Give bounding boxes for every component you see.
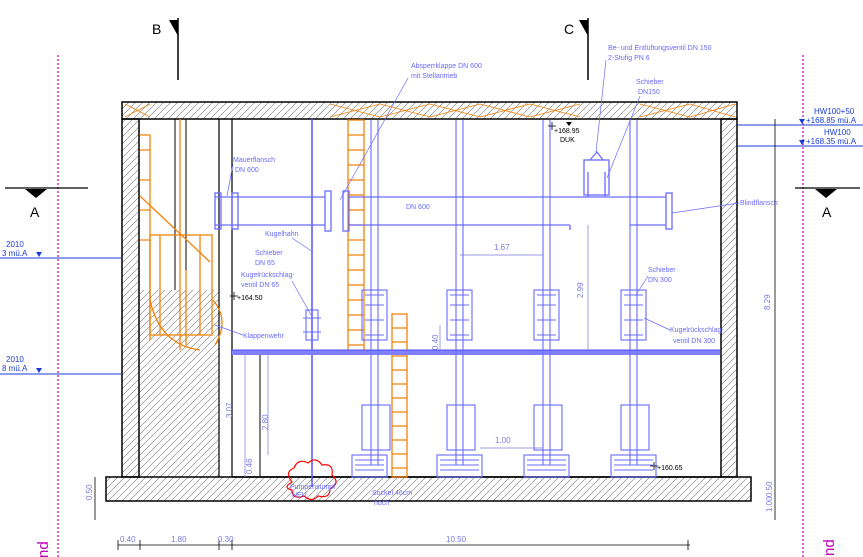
dim-280: 2.80 — [261, 414, 270, 430]
level-markers: +168.95 DUK +164.50 +160.65 — [230, 122, 683, 472]
label-sockel-2: hoch — [374, 500, 389, 507]
label-schieber300-2: DN 300 — [648, 277, 672, 284]
svg-text:B: B — [152, 21, 161, 37]
pump-group — [303, 120, 657, 478]
pump-sump-label-2: NEU — [292, 492, 307, 499]
dim-307: 3.07 — [225, 402, 234, 418]
pump-sump-cloud — [286, 459, 337, 501]
hw100-50-value: +168.85 mü.A — [806, 116, 857, 125]
overall-dimensions: 8.29 1.00 0.50 0.50 0.40 1.80 0.30 10.50 — [85, 119, 776, 550]
label-kugelrueck300-2: ventil DN 300 — [673, 338, 715, 345]
dim-b030: 0.30 — [218, 535, 234, 544]
label-schieber-top-2: DN150 — [638, 89, 660, 96]
label-blindflansch: Blindflansch — [740, 200, 778, 207]
section-marker-a-right: A — [795, 187, 860, 220]
left-level-1-value: 3 mü.A — [2, 249, 28, 258]
label-kugelrueck300-1: Kugelrückschlag- — [670, 327, 724, 334]
label-kugelhahn: Kugelhahn — [265, 231, 299, 238]
label-schieber65-1: Schieber — [255, 250, 283, 257]
label-schieber65-2: DN 65 — [255, 260, 275, 267]
dim-040: 0.40 — [431, 334, 440, 350]
svg-text:A: A — [822, 204, 832, 220]
label-schieber-top-1: Schieber — [636, 79, 664, 86]
header-pipe — [214, 150, 673, 232]
dim-b040: 0.40 — [120, 535, 136, 544]
left-water-levels: 2010 3 mü.A 2010 8 mü.A — [0, 240, 122, 375]
dim-050: 0.50 — [85, 484, 94, 500]
pressure-line — [232, 350, 720, 355]
label-absperrklappe-1: Absperrklappe DN 600 — [411, 63, 482, 70]
label-schieber300-1: Schieber — [648, 267, 676, 274]
dim-046: 0.46 — [245, 458, 254, 474]
dim-b180: 1.80 — [171, 535, 187, 544]
label-absperrklappe-2: mit Stellantrieb — [411, 73, 457, 80]
dim-100b: 1.00 — [765, 496, 774, 512]
level-duk-value: +168.95 — [554, 128, 580, 135]
level-duk-label: DUK — [560, 137, 575, 144]
left-level-2-value: 8 mü.A — [2, 364, 28, 373]
label-beluft-1: Be- und Entlüftungsventil DN 150 — [608, 45, 712, 52]
section-marker-b: B — [152, 18, 179, 80]
svg-text:C: C — [564, 21, 574, 37]
left-level-1-year: 2010 — [6, 240, 24, 249]
dim-b1050: 10.50 — [446, 535, 467, 544]
label-kugelrueck65-1: Kugelrückschlag- — [241, 272, 295, 279]
pump-4 — [610, 120, 657, 478]
structure — [105, 101, 752, 502]
label-klappenwehr: Klappenwehr — [243, 333, 285, 340]
svg-text:A: A — [30, 204, 40, 220]
label-mauerflansch-1: Mauerflansch — [233, 157, 275, 164]
hw100-value: +168.35 mü.A — [806, 137, 857, 146]
dim-167: 1.67 — [494, 243, 510, 252]
high-water-levels: HW100+50 +168.85 mü.A HW100 +168.35 mü.A — [737, 107, 863, 147]
dim-299: 2.99 — [576, 282, 585, 298]
pump-2 — [436, 120, 483, 478]
left-level-2-year: 2010 — [6, 355, 24, 364]
dim-829: 8.29 — [763, 294, 772, 310]
right-edge-letters: nd — [821, 539, 838, 556]
left-edge-letters: nd — [35, 541, 52, 557]
level-sockel-value: +160.65 — [657, 465, 683, 472]
hw100-label: HW100 — [824, 128, 851, 137]
pump-1 — [351, 120, 391, 478]
label-kugelrueck65-2: ventil DN 65 — [241, 282, 279, 289]
dimensions: 1.67 2.99 0.40 1.00 3.07 2.80 0.46 — [225, 225, 589, 477]
equipment-labels: Absperrklappe DN 600 mit Stellantrieb Be… — [214, 45, 778, 507]
pump-sump-label-1: Pumpensumpf — [290, 484, 335, 491]
label-mauerflansch-2: DN 600 — [235, 167, 259, 174]
label-beluft-2: 2-Stufig PN 6 — [608, 55, 650, 62]
dim-050b: 0.50 — [765, 481, 774, 497]
label-dn600: DN 600 — [406, 204, 430, 211]
section-marker-a-left: A — [5, 187, 88, 220]
hw100-50-label: HW100+50 — [814, 107, 855, 116]
level-weir-value: +164.50 — [237, 295, 263, 302]
label-sockel-1: Sockel 46cm — [372, 490, 412, 497]
dim-100: 1.00 — [495, 436, 511, 445]
pump-3 — [523, 120, 570, 478]
section-marker-c: C — [564, 18, 589, 80]
